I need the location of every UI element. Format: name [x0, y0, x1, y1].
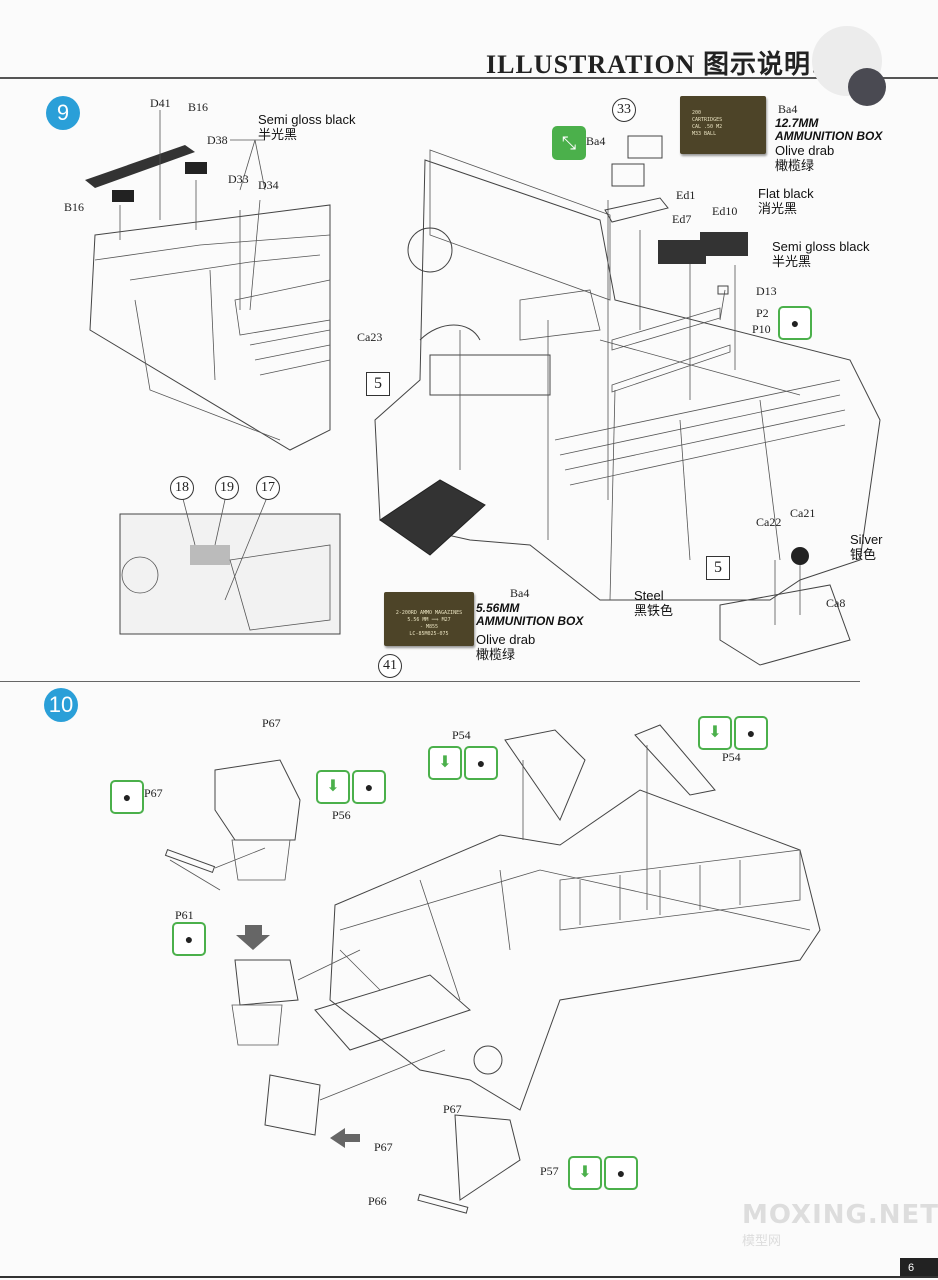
label-ca21: Ca21	[790, 506, 816, 520]
ref-41: 41	[378, 654, 402, 678]
label-p54-b: P54	[722, 750, 741, 764]
footer-rule	[0, 1276, 938, 1278]
step10-arrows	[236, 925, 360, 1148]
label-p67-c: P67	[443, 1102, 462, 1116]
label-b16-left: B16	[64, 200, 85, 214]
down-arrow-icon-4: ⬇	[568, 1156, 602, 1190]
step9-inset	[119, 494, 341, 635]
subassembly-ref-5-b: 5	[706, 556, 730, 580]
label-p67-a: P67	[262, 716, 281, 730]
label-p66: P66	[368, 1194, 387, 1208]
header-rule	[0, 77, 938, 79]
label-p67-d: P67	[374, 1140, 393, 1154]
label-p2: P2	[756, 306, 769, 320]
label-ba4-c: Ba4	[510, 586, 530, 600]
page-number: 6	[900, 1258, 938, 1278]
label-ca8: Ca8	[826, 596, 846, 610]
label-p61: P61	[175, 908, 194, 922]
ref-19: 19	[215, 476, 239, 500]
ref-33: 33	[612, 98, 636, 122]
page-title: ILLUSTRATION 图示说明:	[486, 50, 821, 79]
label-d34: D34	[258, 178, 279, 192]
label-p10: P10	[752, 322, 771, 336]
ref-17: 17	[256, 476, 280, 500]
step-10-badge: 10	[44, 688, 78, 722]
label-p54-a: P54	[452, 728, 471, 742]
paint-drop-icon-2: ●	[110, 780, 144, 814]
label-ba4-b: Ba4	[778, 102, 798, 116]
watermark-cn: 模型网	[742, 1233, 782, 1248]
paint-drop-icon-6: ●	[734, 716, 768, 750]
header-decoration-dark	[848, 68, 886, 106]
step10-hull	[314, 724, 821, 1111]
paint-drop-icon-1: ●	[778, 306, 812, 340]
label-ca22: Ca22	[756, 515, 782, 529]
label-d13: D13	[756, 284, 777, 298]
label-d41: D41	[150, 96, 171, 110]
label-p56: P56	[332, 808, 351, 822]
step-9-badge: 9	[46, 96, 80, 130]
down-arrow-icon-1: ⬇	[316, 770, 350, 804]
label-d38: D38	[207, 133, 228, 147]
ca8-assembly	[719, 547, 851, 666]
label-ed1: Ed1	[676, 188, 696, 202]
down-arrow-icon-2: ⬇	[428, 746, 462, 780]
subassembly-ref-5-a: 5	[366, 372, 390, 396]
paint-drop-icon-3: ●	[352, 770, 386, 804]
step10-panels	[164, 759, 521, 1214]
step-divider	[0, 681, 860, 682]
label-ed10: Ed10	[712, 204, 738, 218]
label-d33: D33	[228, 172, 249, 186]
label-ca23: Ca23	[357, 330, 383, 344]
paint-drop-icon-7: ●	[604, 1156, 638, 1190]
paint-drop-icon-4: ●	[172, 922, 206, 956]
label-ed7: Ed7	[672, 212, 692, 226]
ref-18: 18	[170, 476, 194, 500]
label-p57: P57	[540, 1164, 559, 1178]
flip-icon: ⤡	[552, 126, 586, 160]
step9-left-assembly	[85, 110, 331, 451]
label-ba4-a: Ba4	[586, 134, 606, 148]
step9-main-hull	[374, 149, 881, 601]
label-p67-b: P67	[144, 786, 163, 800]
step9-small-parts	[604, 135, 748, 295]
down-arrow-icon-3: ⬇	[698, 716, 732, 750]
watermark: MOXING.NET	[742, 1200, 938, 1230]
label-b16-top: B16	[188, 100, 209, 114]
paint-drop-icon-5: ●	[464, 746, 498, 780]
